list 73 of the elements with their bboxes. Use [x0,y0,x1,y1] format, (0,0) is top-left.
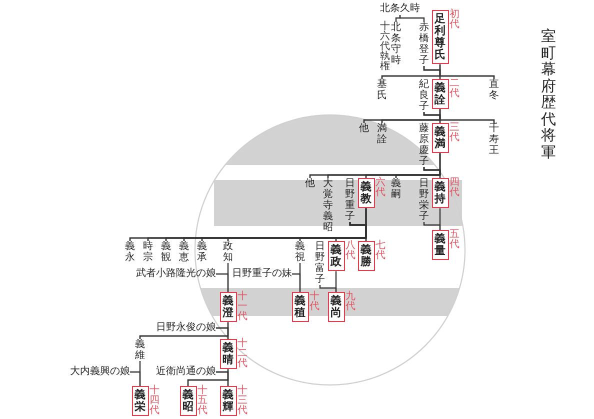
person-name: 紀良子 [419,79,429,112]
shogun-name-box: 義教 [358,178,374,208]
title: 室町幕府歴代将軍 [541,28,556,160]
generation-label: 十一代 [238,292,248,322]
shogun-name-box: 義輝 [220,386,236,416]
person-name: 義視 [295,241,305,263]
generation-label: 七代 [376,241,386,261]
family-line [395,15,401,22]
person-name: 日野重子 [345,178,355,222]
person-name: 北条久時 [380,3,420,15]
shogun-name-box: 義量 [432,230,448,260]
shogun-name-box: 義詮 [432,79,448,110]
generation-label: 二代 [450,79,460,99]
person-name: 千寿王 [489,123,499,156]
shogun-name-box: 足利尊氏 [432,10,448,64]
generation-label: 五代 [450,230,460,250]
person-name: 日野富子 [315,241,325,285]
person-name: 赤橋登子 [419,22,429,66]
shogun-name-box: 義満 [432,123,448,154]
family-line [227,263,229,292]
person-name: 北条守時 [391,22,401,66]
person-name: 義承 [197,241,207,263]
generation-label: 三代 [450,123,460,143]
person-name: 義維 [135,339,145,361]
person-name: 義観 [161,241,171,263]
family-line [227,322,229,339]
generation-label: 十四代 [150,386,160,416]
generation-label: 四代 [450,178,460,198]
family-line [299,263,301,292]
shogun-name-box: 義政 [328,241,344,272]
shogun-name-box: 義澄 [220,292,236,322]
generation-label: 初代 [450,10,460,30]
family-line [335,271,337,292]
generation-label: 八代 [346,241,356,261]
shogun-name-box: 義稙 [292,292,308,322]
person-name: 政知 [223,241,233,263]
person-name: 武者小路隆光の娘 [136,268,216,280]
person-name: 基氏 [377,79,387,101]
person-name: 大内義興の娘 [70,366,130,378]
shogun-name-box: 義尚 [328,292,344,322]
generation-label: 十五代 [198,386,208,416]
person-name: 義永 [125,241,135,263]
generation-label: 十二代 [238,339,248,369]
person-name: 大覚寺義昭 [323,178,333,233]
family-line [399,15,425,22]
person-name: 義恵 [179,241,189,263]
person-name: 日野永俊の娘 [156,322,216,334]
shogun-name-box: 義勝 [358,241,374,272]
person-name: 近衛尚通の娘 [156,366,216,378]
family-line [439,208,441,230]
person-name: 藤原慶子 [419,123,429,167]
shogun-name-box: 義晴 [220,339,236,370]
person-name: 義嗣 [391,178,401,200]
generation-label: 十三代 [238,386,248,416]
family-line [139,361,141,386]
shogun-name-box: 義昭 [180,386,196,416]
shogun-name-box: 義持 [432,178,448,208]
family-line [439,109,495,123]
person-name: 直冬 [489,79,499,101]
person-name: 他 [359,123,369,134]
person-name: 満詮 [377,123,387,145]
family-line [439,153,441,178]
person-name: 時宗 [143,241,153,263]
person-name: 日野栄子 [419,178,429,222]
generation-label: 九代 [346,292,356,312]
family-line [227,369,229,386]
person-name: 日野重子の妹 [232,268,292,280]
family-line [439,64,495,79]
generation-label: 十代 [310,292,320,312]
person-name: 他 [305,178,315,189]
generation-label: 六代 [376,178,386,198]
office-label: 十六代執権 [380,22,390,72]
shogun-name-box: 義栄 [132,386,148,416]
